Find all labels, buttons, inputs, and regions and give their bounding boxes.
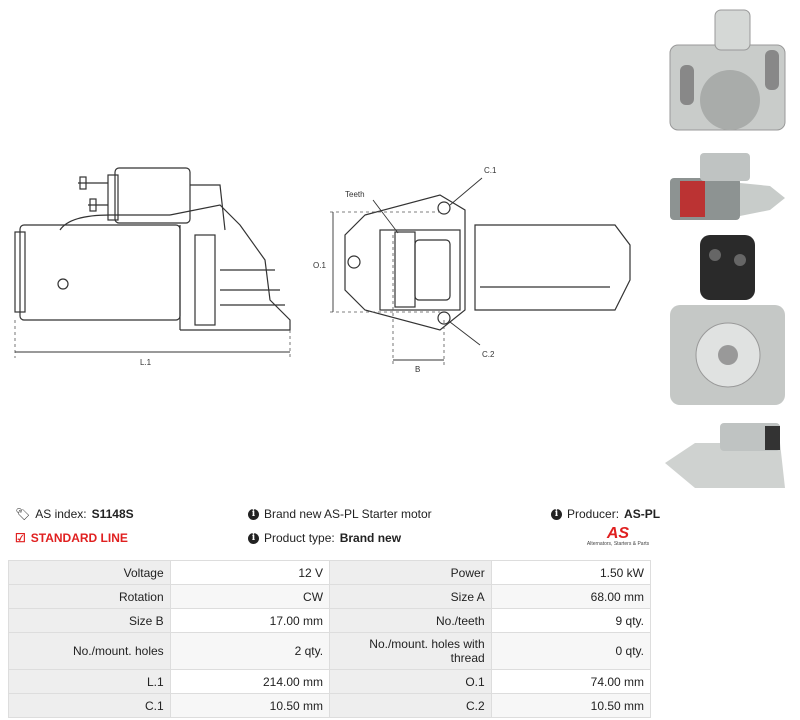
spec-value: 17.00 mm — [169, 608, 331, 633]
spec-label: Voltage — [8, 560, 171, 585]
as-pl-logo: AS Alternators, Starters & Parts — [586, 525, 650, 547]
label-teeth: Teeth — [345, 190, 365, 199]
spec-value: 10.50 mm — [169, 693, 331, 718]
spec-label: Rotation — [8, 584, 171, 609]
standard-line: ☑ STANDARD LINE — [15, 531, 128, 545]
as-index-value[interactable]: S1148S — [91, 507, 134, 521]
label-l1: L.1 — [140, 358, 152, 367]
spec-value: 74.00 mm — [490, 669, 652, 694]
product-photo-angle[interactable] — [660, 418, 795, 498]
svg-text:AS: AS — [606, 525, 630, 541]
info-icon: i — [248, 532, 259, 544]
spec-label: Size B — [8, 608, 171, 633]
info-icon: i — [551, 508, 562, 520]
product-photo-front[interactable] — [660, 5, 795, 140]
product-photo-side[interactable] — [660, 148, 795, 228]
spec-label: L.1 — [8, 669, 171, 694]
spec-label: No./teeth — [329, 608, 492, 633]
spec-value: 10.50 mm — [490, 693, 652, 718]
front-view — [344, 194, 631, 331]
spec-value: 0 qty. — [490, 632, 652, 670]
label-c1: C.1 — [484, 166, 497, 175]
side-view — [14, 167, 291, 331]
photo-gallery — [655, 0, 800, 500]
product-type: i Product type: Brand new — [248, 531, 401, 545]
spec-label: O.1 — [329, 669, 492, 694]
spec-value: 2 qty. — [169, 632, 331, 670]
description: i Brand new AS-PL Starter motor — [248, 507, 432, 521]
spec-label: Power — [329, 560, 492, 585]
product-photo-top[interactable] — [660, 235, 795, 410]
spec-value: CW — [169, 584, 331, 609]
label-c2: C.2 — [482, 350, 495, 359]
info-icon: i — [248, 508, 259, 520]
tag-icon: 🏷 — [15, 507, 31, 521]
spec-label: C.2 — [329, 693, 492, 718]
spec-value: 12 V — [169, 560, 331, 585]
spec-label: No./mount. holes — [8, 632, 171, 670]
spec-value: 214.00 mm — [169, 669, 331, 694]
label-b: B — [415, 365, 420, 374]
label-o1: O.1 — [313, 261, 326, 270]
spec-label: No./mount. holes with thread — [329, 632, 492, 670]
spec-value: 1.50 kW — [490, 560, 652, 585]
spec-value: 68.00 mm — [490, 584, 652, 609]
spec-value: 9 qty. — [490, 608, 652, 633]
check-icon: ☑ — [15, 531, 26, 545]
technical-drawing: Teeth C.1 C.2 O.1 L.1 B — [14, 166, 631, 374]
spec-label: C.1 — [8, 693, 171, 718]
as-index: 🏷 AS index: S1148S — [15, 507, 134, 521]
spec-label: Size A — [329, 584, 492, 609]
producer: i Producer: AS-PL — [551, 507, 660, 521]
